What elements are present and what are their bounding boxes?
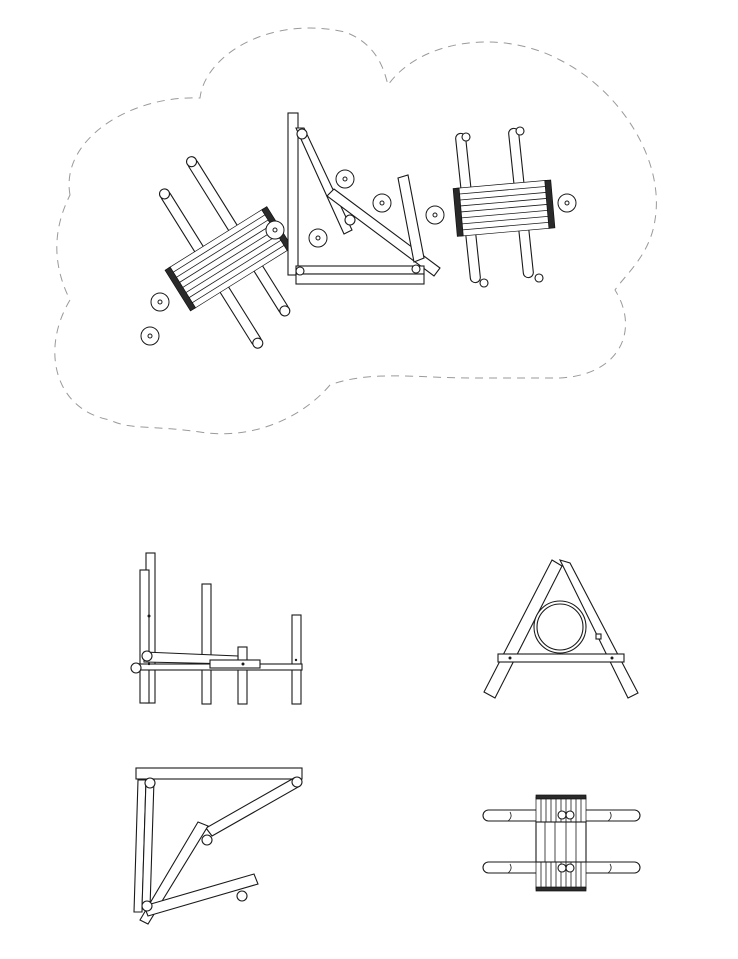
front-elevation-view: [483, 559, 639, 699]
a-frame-plan-view: [133, 767, 303, 925]
log-roller-right: [452, 126, 556, 288]
stepping-post: [265, 220, 285, 240]
a-frame-climber-plan: [287, 112, 441, 285]
stepping-posts: [140, 169, 577, 346]
stepping-post: [140, 326, 160, 346]
stepping-post: [335, 169, 355, 189]
side-elevation-view: [130, 552, 303, 705]
stepping-post: [372, 193, 392, 213]
log-roller-end-view: [482, 794, 641, 892]
log-roller-left: [158, 156, 293, 349]
plan-view: [54, 27, 657, 435]
stepping-post: [308, 228, 328, 248]
stepping-post: [425, 205, 445, 225]
stepping-post: [557, 193, 577, 213]
safety-zone-outline: [54, 27, 657, 435]
stepping-post: [150, 292, 170, 312]
